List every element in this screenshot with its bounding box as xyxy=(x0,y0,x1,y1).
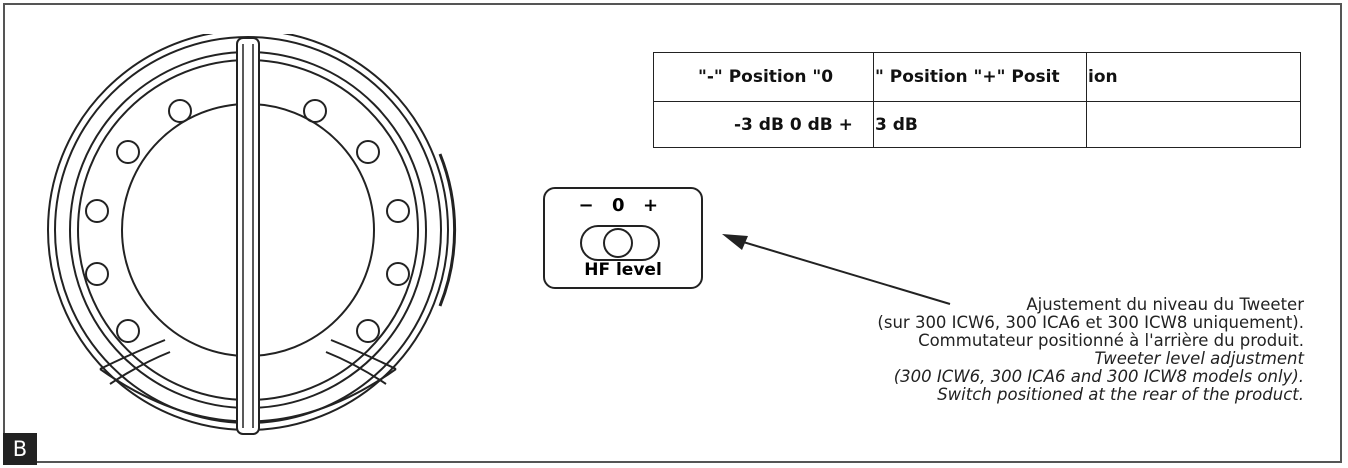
screw-holes xyxy=(85,99,410,343)
screw-hole xyxy=(386,262,410,286)
table-header-cell-3: ion xyxy=(1088,67,1118,87)
pointer-arrow xyxy=(722,234,951,305)
switch-label: HF level xyxy=(584,260,662,280)
center-bar xyxy=(236,37,260,435)
table-column-divider xyxy=(1086,53,1087,147)
switch-knob xyxy=(603,228,633,258)
caption-fr-line-1: Ajustement du niveau du Tweeter xyxy=(1026,295,1304,314)
speaker-rear-drawing xyxy=(47,34,457,435)
caption-en-line-1: Tweeter level adjustment xyxy=(1094,349,1304,368)
screw-hole xyxy=(303,99,327,123)
caption-en-line-3: Switch positioned at the rear of the pro… xyxy=(937,385,1304,404)
table-header-cell-1: "-" Position "0 xyxy=(698,67,834,87)
zero-mark: 0 xyxy=(612,195,627,216)
panel-label: B xyxy=(3,433,37,465)
screw-hole xyxy=(116,140,140,164)
screw-hole xyxy=(386,199,410,223)
switch-position-marks: − 0 + xyxy=(575,195,664,216)
table-column-divider xyxy=(873,53,874,147)
arrowhead-icon xyxy=(722,234,748,250)
grille-tab-left-inner xyxy=(99,339,166,370)
screw-hole xyxy=(85,199,109,223)
switch-slot xyxy=(580,225,660,261)
screw-hole xyxy=(85,262,109,286)
caption-fr-line-3: Commutateur positionné à l'arrière du pr… xyxy=(918,331,1304,350)
minus-mark: − xyxy=(578,195,596,216)
caption: Ajustement du niveau du Tweeter (sur 300… xyxy=(877,296,1304,404)
grille-tab-right-inner xyxy=(330,339,397,370)
screw-hole xyxy=(116,319,140,343)
hf-level-switch: − 0 + HF level xyxy=(543,187,703,289)
table-value-cell-2: 3 dB xyxy=(875,115,918,135)
screw-hole xyxy=(356,319,380,343)
table-value-cell-1: -3 dB 0 dB + xyxy=(734,115,853,135)
figure-frame xyxy=(3,3,1342,463)
caption-fr-line-2: (sur 300 ICW6, 300 ICA6 et 300 ICW8 uniq… xyxy=(877,313,1304,332)
table-header-cell-2: " Position "+" Posit xyxy=(875,67,1060,87)
grille-tab-right xyxy=(325,351,387,385)
screw-hole xyxy=(356,140,380,164)
plus-mark: + xyxy=(643,195,661,216)
table-row-divider xyxy=(654,101,1300,102)
speaker-edge-highlight xyxy=(438,153,457,307)
hf-level-table: "-" Position "0 " Position "+" Posit ion… xyxy=(653,52,1301,148)
screw-hole xyxy=(168,99,192,123)
grille-tab-left xyxy=(109,351,171,385)
caption-en-line-2: (300 ICW6, 300 ICA6 and 300 ICW8 models … xyxy=(893,367,1304,386)
